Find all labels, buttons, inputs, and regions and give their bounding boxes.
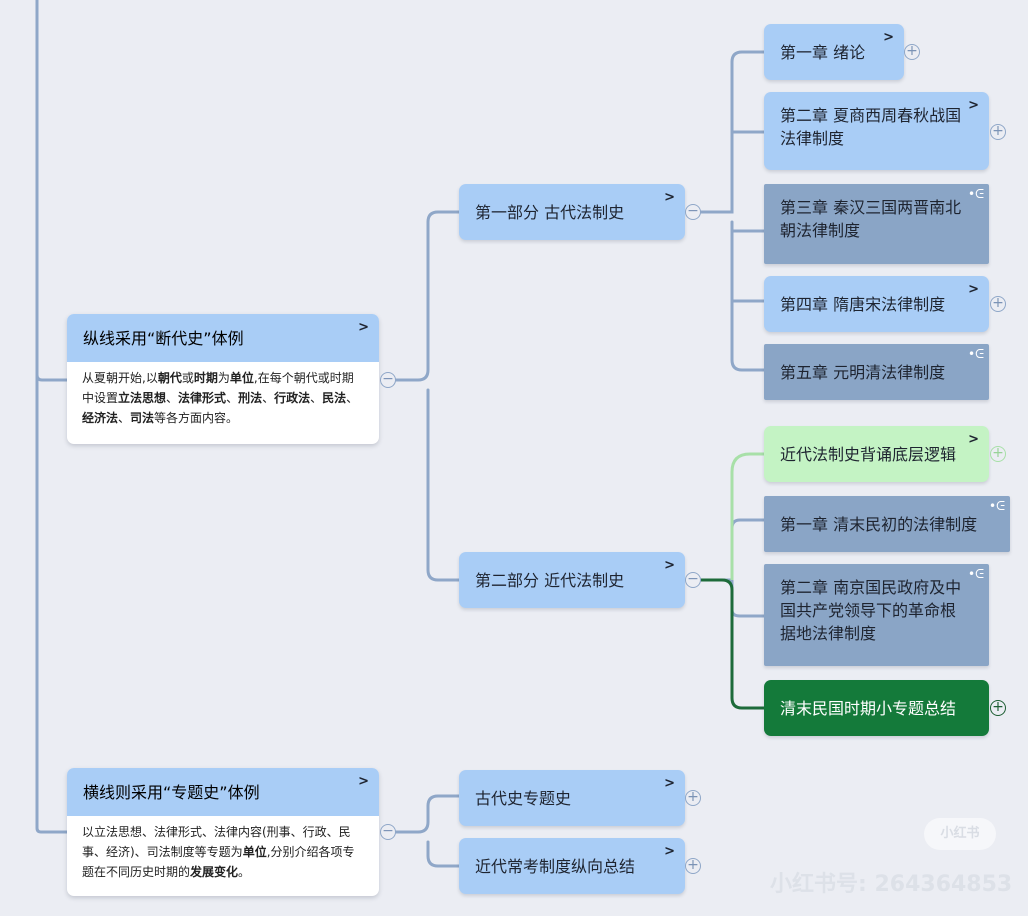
expand-icon[interactable]: + — [990, 700, 1006, 716]
chevron-right-icon[interactable]: > — [968, 432, 979, 447]
expand-icon[interactable]: + — [904, 44, 920, 60]
expand-icon[interactable]: + — [990, 446, 1006, 462]
horizontal-card[interactable]: 横线则采用“专题史”体例 > 以立法思想、法律形式、法律内容(刑事、行政、民事、… — [67, 768, 379, 896]
part1-node[interactable]: 第一部分 古代法制史 > — [459, 184, 685, 240]
chapter1-node[interactable]: 第一章 绪论 > — [764, 24, 904, 80]
chapter3-node[interactable]: 第三章 秦汉三国两晋南北朝法律制度 •ᕮ — [764, 184, 989, 264]
expand-icon[interactable]: + — [685, 858, 701, 874]
collapse-icon[interactable]: − — [380, 372, 396, 388]
modern-summary-label: 清末民国时期小专题总结 — [780, 698, 957, 718]
part2-node[interactable]: 第二部分 近代法制史 > — [459, 552, 685, 608]
body-text: 以立法思想、法律形式、法律内容(刑事、行政、民事、经济)、司法制度等专题为 — [82, 825, 351, 859]
chevron-right-icon[interactable]: > — [664, 190, 675, 205]
modern-chapter1-node[interactable]: 第一章 清末民初的法律制度 •ᕮ — [764, 496, 1010, 552]
emphasis-text: 发展变化 — [190, 865, 239, 879]
body-text: 等各方面内容。 — [154, 411, 239, 425]
expand-icon[interactable]: + — [990, 124, 1006, 140]
emphasis-text: 单位 — [242, 845, 267, 859]
modern-summary-topics-node[interactable]: 近代常考制度纵向总结 > — [459, 838, 685, 894]
chevron-right-icon[interactable]: > — [968, 282, 979, 297]
part1-label: 第一部分 古代法制史 — [475, 202, 625, 222]
watermark-id: 小红书号: 264364853 — [770, 872, 1013, 897]
emphasis-text: 立法思想 — [118, 391, 167, 405]
vertical-card-header: 纵线采用“断代史”体例 > — [67, 314, 379, 362]
branch-icon: •ᕮ — [988, 499, 1005, 513]
horizontal-card-body: 以立法思想、法律形式、法律内容(刑事、行政、民事、经济)、司法制度等专题为单位,… — [67, 816, 379, 892]
modern-chapter2-label: 第二章 南京国民政府及中国共产党领导下的革命根据地法律制度 — [780, 578, 962, 643]
modern-chapter2-node[interactable]: 第二章 南京国民政府及中国共产党领导下的革命根据地法律制度 •ᕮ — [764, 564, 989, 666]
body-text: ,在每个朝代或时期中设置 — [82, 371, 354, 405]
body-text: 为 — [217, 371, 230, 385]
watermark-badge: 小红书 — [924, 818, 996, 850]
vertical-card-body: 从夏朝开始,以朝代或时期为单位,在每个朝代或时期中设置立法思想、法律形式、刑法、… — [67, 362, 379, 438]
body-text: 、 — [118, 411, 131, 425]
ancient-topics-label: 古代史专题史 — [475, 788, 572, 808]
chapter2-node[interactable]: 第二章 夏商西周春秋战国法律制度 > — [764, 92, 989, 170]
chapter5-label: 第五章 元明清法律制度 — [780, 362, 946, 382]
emphasis-text: 法律形式 — [178, 391, 227, 405]
chapter5-node[interactable]: 第五章 元明清法律制度 •ᕮ — [764, 344, 989, 400]
emphasis-text: 司法 — [130, 411, 155, 425]
collapse-icon[interactable]: − — [685, 204, 701, 220]
expand-icon[interactable]: + — [685, 790, 701, 806]
emphasis-text: 单位 — [229, 371, 254, 385]
chapter4-label: 第四章 隋唐宋法律制度 — [780, 294, 946, 314]
chapter3-label: 第三章 秦汉三国两晋南北朝法律制度 — [780, 198, 962, 240]
modern-logic-label: 近代法制史背诵底层逻辑 — [780, 444, 957, 464]
chevron-right-icon[interactable]: > — [883, 30, 894, 45]
branch-icon: •ᕮ — [967, 567, 984, 581]
body-text: 、 — [310, 391, 323, 405]
body-text: 。 — [238, 865, 251, 879]
body-text: 、 — [262, 391, 275, 405]
chevron-right-icon[interactable]: > — [664, 558, 675, 573]
emphasis-text: 民法 — [322, 391, 347, 405]
chevron-right-icon[interactable]: > — [664, 776, 675, 791]
body-text: 、 — [346, 391, 359, 405]
chapter4-node[interactable]: 第四章 隋唐宋法律制度 > — [764, 276, 989, 332]
emphasis-text: 时期 — [193, 371, 218, 385]
branch-icon: •ᕮ — [967, 347, 984, 361]
emphasis-text: 朝代 — [157, 371, 182, 385]
chevron-right-icon[interactable]: > — [968, 98, 979, 113]
body-text: 、 — [226, 391, 239, 405]
collapse-icon[interactable]: − — [685, 572, 701, 588]
branch-icon: •ᕮ — [967, 187, 984, 201]
chevron-right-icon[interactable]: > — [358, 774, 369, 789]
modern-logic-node[interactable]: 近代法制史背诵底层逻辑 > — [764, 426, 989, 482]
emphasis-text: 经济法 — [82, 411, 119, 425]
expand-icon[interactable]: + — [990, 296, 1006, 312]
collapse-icon[interactable]: − — [380, 824, 396, 840]
body-text: ,分别介绍各项专题在不同历史时期的 — [82, 845, 355, 879]
body-text: 、 — [166, 391, 179, 405]
horizontal-card-header: 横线则采用“专题史”体例 > — [67, 768, 379, 816]
vertical-card-title: 纵线采用“断代史”体例 — [83, 328, 244, 348]
chevron-right-icon[interactable]: > — [664, 844, 675, 859]
body-text: 从夏朝开始,以 — [82, 371, 158, 385]
part2-label: 第二部分 近代法制史 — [475, 570, 625, 590]
emphasis-text: 刑法 — [238, 391, 263, 405]
chapter1-label: 第一章 绪论 — [780, 42, 866, 62]
body-text: 或 — [181, 371, 194, 385]
modern-summary-topics-label: 近代常考制度纵向总结 — [475, 856, 636, 876]
chapter2-label: 第二章 夏商西周春秋战国法律制度 — [780, 106, 962, 148]
chevron-right-icon[interactable]: > — [358, 320, 369, 335]
modern-summary-node[interactable]: 清末民国时期小专题总结 — [764, 680, 989, 736]
ancient-topics-node[interactable]: 古代史专题史 > — [459, 770, 685, 826]
vertical-card[interactable]: 纵线采用“断代史”体例 > 从夏朝开始,以朝代或时期为单位,在每个朝代或时期中设… — [67, 314, 379, 444]
horizontal-card-title: 横线则采用“专题史”体例 — [83, 782, 260, 802]
emphasis-text: 行政法 — [274, 391, 311, 405]
modern-chapter1-label: 第一章 清末民初的法律制度 — [780, 514, 978, 534]
